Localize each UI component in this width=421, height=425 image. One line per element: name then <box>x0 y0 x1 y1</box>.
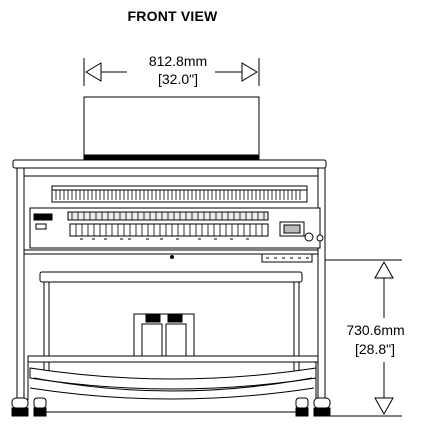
pedalboard <box>27 355 319 400</box>
width-dimension-inch: [32.0"] <box>158 71 198 87</box>
music-rest <box>83 96 260 160</box>
height-dimension-mm: 730.6mm <box>346 322 405 338</box>
control-panel <box>29 207 324 249</box>
expression-pedals <box>133 313 195 361</box>
height-dimension-arrows <box>318 259 402 417</box>
keyslip <box>24 249 318 263</box>
height-dimension-inch: [28.8"] <box>355 341 395 357</box>
width-dimension-arrows <box>83 58 260 86</box>
cabinet-feet <box>11 397 331 417</box>
upper-manual <box>51 185 308 203</box>
width-dimension-mm: 812.8mm <box>148 53 208 69</box>
page-title: FRONT VIEW <box>127 8 218 24</box>
bench <box>39 271 303 379</box>
top-lid <box>12 159 327 169</box>
